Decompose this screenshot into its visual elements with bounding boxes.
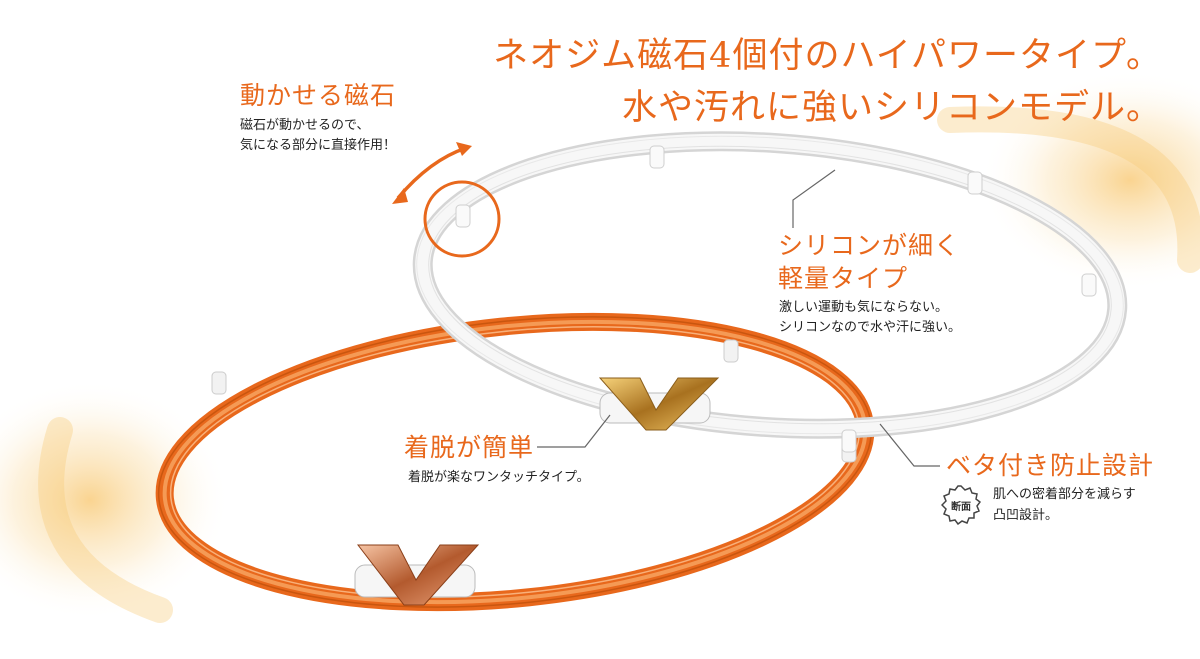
- cross-section-label: 断面: [951, 501, 971, 513]
- copper-clasp: [354, 544, 480, 606]
- leader-clasp: [537, 414, 611, 448]
- headline-line1: ネオジム磁石4個付のハイパワータイプ。: [493, 36, 1162, 76]
- headline: ネオジム磁石4個付のハイパワータイプ。 水や汚れに強いシリコンモデル。: [493, 30, 1162, 134]
- anti-sticky-desc-2: 凸凹設計。: [993, 508, 1059, 523]
- left-swirl: [38, 417, 173, 623]
- easy-clasp-desc: 着脱が楽なワンタッチタイプ。: [408, 470, 590, 485]
- anti-sticky-desc-1: 肌への密着部分を減らす: [993, 487, 1136, 502]
- left-glow: [0, 380, 230, 620]
- right-swirl: [937, 106, 1200, 273]
- easy-clasp-title: 着脱が簡単: [404, 433, 535, 462]
- movable-magnet-desc-1: 磁石が動かせるので、: [240, 118, 370, 133]
- thin-light-title-1: シリコンが細く: [778, 231, 961, 260]
- movable-magnet-desc-2: 気になる部分に直接作用！: [240, 138, 397, 153]
- gold-clasp: [598, 377, 720, 431]
- thin-light-desc-2: シリコンなので水や汗に強い。: [779, 320, 962, 335]
- headline-line2: 水や汚れに強いシリコンモデル。: [621, 88, 1162, 128]
- white-necklace: [412, 131, 1128, 453]
- movable-magnet-title: 動かせる磁石: [240, 81, 397, 110]
- leader-antisticky: [879, 423, 940, 467]
- thin-light-desc-1: 激しい運動も気にならない。: [779, 300, 949, 315]
- move-arrow-icon: [396, 146, 467, 200]
- anti-sticky-title: ベタ付き防止設計: [946, 451, 1155, 480]
- leader-thin: [792, 169, 836, 228]
- right-glow: [980, 70, 1200, 290]
- cross-section-badge: 断面: [941, 485, 981, 525]
- magnet-highlight-circle: [423, 180, 501, 258]
- cross-section-icon: [941, 485, 981, 525]
- thin-light-title-2: 軽量タイプ: [778, 264, 909, 293]
